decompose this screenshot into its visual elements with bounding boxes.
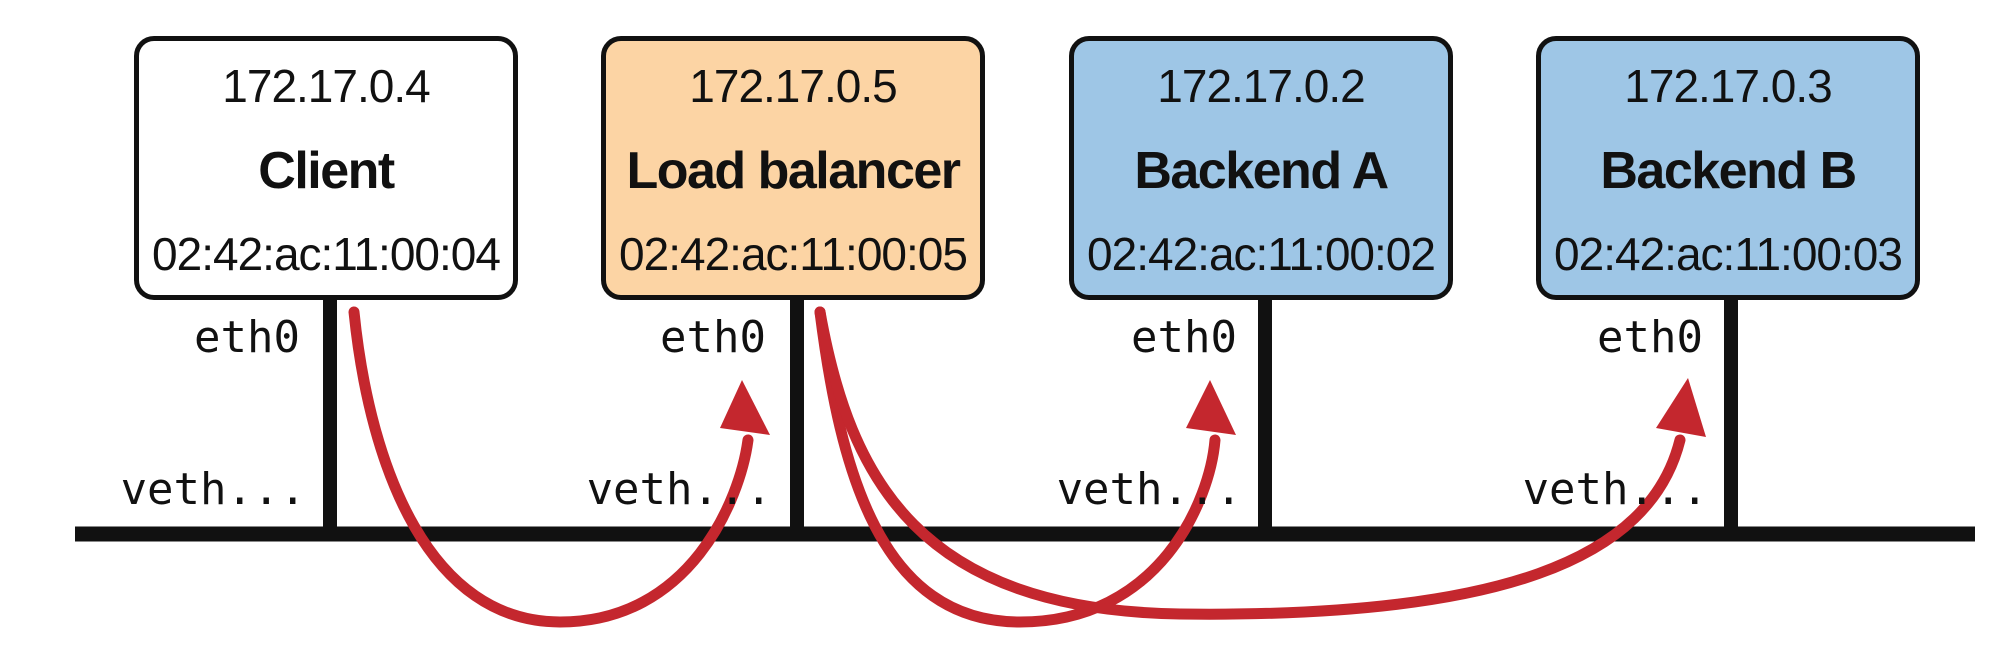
backend-b-name: Backend B xyxy=(1600,142,1857,200)
flow-arrow-lb-to-backend-a xyxy=(814,306,1221,628)
backend-b-box: 172.17.0.3 Backend B 02:42:ac:11:00:03 xyxy=(1536,36,1920,300)
flow-arrowhead-lb xyxy=(720,380,770,435)
client-mac: 02:42:ac:11:00:04 xyxy=(152,228,501,280)
load-balancer-veth-label: veth... xyxy=(586,464,772,515)
client-name: Client xyxy=(258,142,395,200)
flow-arrowhead-backend-a xyxy=(1186,380,1236,435)
load-balancer-mac: 02:42:ac:11:00:05 xyxy=(619,228,968,280)
backend-a-veth-label: veth... xyxy=(1056,464,1242,515)
flow-arrowhead-backend-b xyxy=(1656,378,1706,437)
client-box: 172.17.0.4 Client 02:42:ac:11:00:04 xyxy=(134,36,518,300)
backend-a-box: 172.17.0.2 Backend A 02:42:ac:11:00:02 xyxy=(1069,36,1453,300)
backend-a-mac: 02:42:ac:11:00:02 xyxy=(1087,228,1436,280)
backend-a-eth0-label: eth0 xyxy=(1131,312,1237,363)
backend-a-name: Backend A xyxy=(1134,142,1389,200)
flow-arrow-lb-to-backend-b xyxy=(814,306,1686,620)
flow-arrow-client-to-lb xyxy=(348,306,754,628)
backend-b-veth-label: veth... xyxy=(1522,464,1708,515)
load-balancer-name: Load balancer xyxy=(626,142,961,200)
load-balancer-ip: 172.17.0.5 xyxy=(689,60,897,112)
load-balancer-box: 172.17.0.5 Load balancer 02:42:ac:11:00:… xyxy=(601,36,985,300)
client-veth-label: veth... xyxy=(120,464,306,515)
backend-b-ip: 172.17.0.3 xyxy=(1624,60,1832,112)
backend-b-eth0-label: eth0 xyxy=(1597,312,1703,363)
client-eth0-label: eth0 xyxy=(194,312,300,363)
backend-a-ip: 172.17.0.2 xyxy=(1157,60,1365,112)
load-balancer-eth0-label: eth0 xyxy=(660,312,766,363)
client-ip: 172.17.0.4 xyxy=(222,60,430,112)
backend-b-mac: 02:42:ac:11:00:03 xyxy=(1554,228,1903,280)
